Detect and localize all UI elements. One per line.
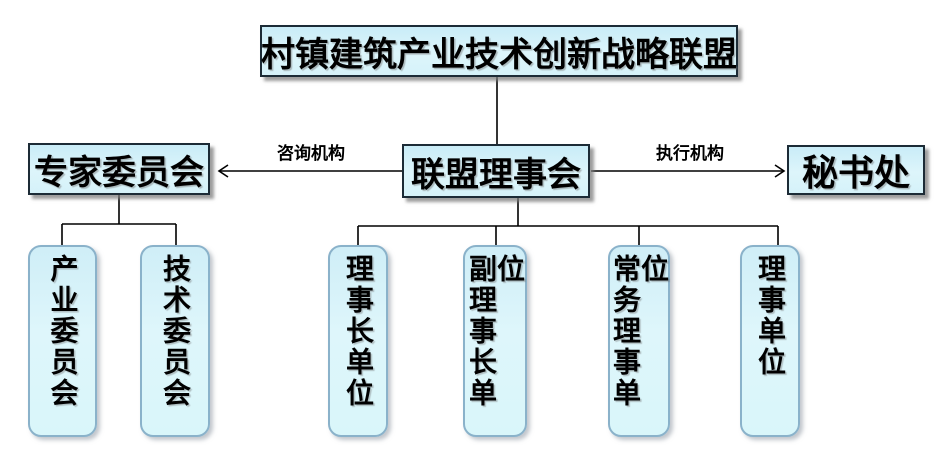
node-standing-director-unit-label: 常务理事单位	[610, 254, 669, 409]
node-expert-committee: 专家委员会	[28, 143, 210, 195]
node-alliance-root-label: 村镇建筑产业技术创新战略联盟	[261, 35, 737, 74]
node-secretariat: 秘书处	[787, 145, 925, 195]
node-technology-committee: 技术委员会	[140, 245, 210, 437]
node-industry-committee: 产业委员会	[28, 245, 97, 437]
node-vice-chairman-unit-label: 副理事长单位	[466, 254, 525, 409]
connector-expert-children	[61, 195, 177, 245]
node-chairman-unit: 理事长单位	[328, 245, 388, 437]
node-chairman-unit-label: 理事长单位	[343, 254, 374, 409]
edge-label-advisory: 咨询机构	[277, 144, 345, 163]
node-industry-committee-label: 产业委员会	[47, 254, 79, 409]
connector-council-children	[357, 198, 779, 245]
node-technology-committee-label: 技术委员会	[160, 254, 191, 409]
node-council: 联盟理事会	[402, 144, 590, 198]
arrow-advisory	[217, 164, 402, 178]
edge-label-executive: 执行机构	[656, 144, 724, 163]
arrow-executive	[591, 164, 786, 178]
node-vice-chairman-unit: 副理事长单位	[463, 245, 527, 437]
node-council-label: 联盟理事会	[411, 155, 581, 194]
node-expert-committee-label: 专家委员会	[34, 153, 204, 192]
node-director-unit: 理事单位	[740, 245, 800, 437]
node-secretariat-label: 秘书处	[801, 152, 910, 193]
node-standing-director-unit: 常务理事单位	[608, 245, 670, 437]
node-alliance-root: 村镇建筑产业技术创新战略联盟	[260, 25, 738, 77]
node-director-unit-label: 理事单位	[755, 254, 786, 378]
